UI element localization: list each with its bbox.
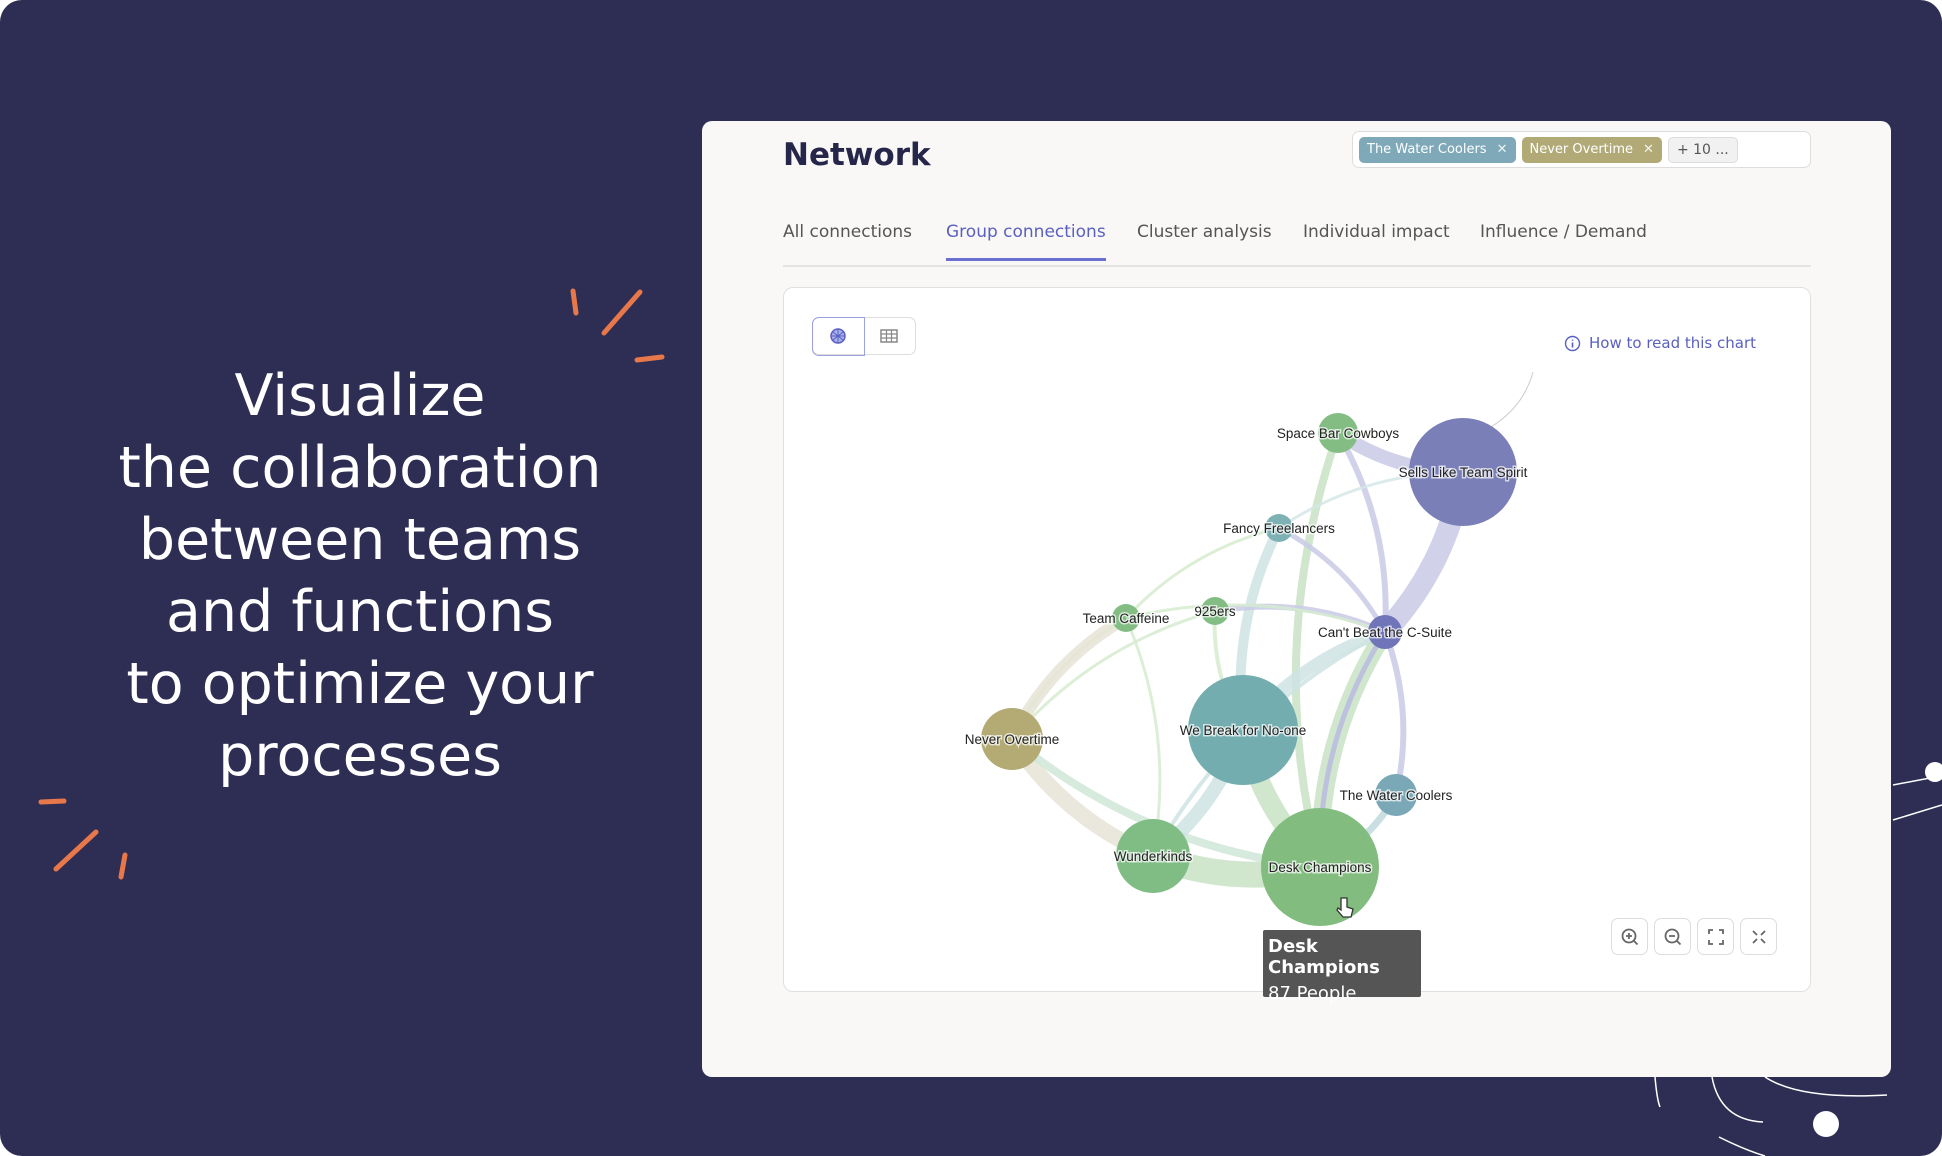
zoom-out-icon (1664, 928, 1681, 945)
tab-all-connections[interactable]: All connections (783, 222, 913, 242)
sparkle-bottom-icon (38, 798, 128, 880)
node-label: Team Caffeine (1083, 611, 1170, 626)
node-label: Fancy Freelancers (1223, 521, 1335, 536)
node-tc[interactable] (1112, 604, 1140, 632)
how-to-read-label: How to read this chart (1589, 334, 1756, 352)
gear-decor-icon (1925, 762, 1942, 782)
tab-influence-demand[interactable]: Influence / Demand (1480, 222, 1647, 242)
node-wb[interactable] (1188, 675, 1298, 785)
zoom-out-button[interactable] (1654, 918, 1691, 955)
node-no[interactable] (981, 708, 1043, 770)
node-label: Space Bar Cowboys (1277, 426, 1400, 441)
tab-cluster-analysis[interactable]: Cluster analysis (1137, 222, 1272, 242)
tag-label: Never Overtime (1529, 142, 1634, 157)
node-label: Desk Champions (1269, 860, 1372, 875)
node-dc[interactable] (1261, 808, 1379, 926)
node-label: Sells Like Team Spirit (1399, 465, 1528, 480)
edge-ff-cb (1277, 525, 1388, 634)
decor-lines (1654, 777, 1942, 1156)
node-label: 925ers (1194, 604, 1236, 619)
network-view-button[interactable] (811, 316, 865, 356)
headline-line: between teams (138, 507, 582, 573)
node-label: Wunderkinds (1114, 849, 1193, 864)
headline-line: processes (218, 723, 502, 789)
info-icon (1564, 335, 1581, 351)
node-label: We Break for No-one (1180, 723, 1307, 738)
tooltip-title: Desk Champions (1268, 936, 1380, 978)
view-toggle (811, 316, 916, 356)
node-n9[interactable] (1201, 597, 1229, 625)
tab-group-connections[interactable]: Group connections (946, 222, 1106, 261)
node-wk[interactable] (1116, 819, 1190, 893)
filter-tags-input[interactable]: The Water Coolers ✕ Never Overtime ✕ + 10 … (1352, 131, 1811, 168)
expand-icon (1707, 928, 1724, 945)
page-title: Network (783, 137, 931, 173)
node-sbc[interactable] (1318, 413, 1358, 453)
edge-no-n9 (1010, 609, 1216, 740)
node-label: Never Overtime (965, 732, 1060, 747)
table-icon (880, 329, 898, 343)
edge-tc-cb (1125, 603, 1386, 634)
node-sl[interactable] (1409, 418, 1517, 526)
how-to-read-link[interactable]: How to read this chart (1564, 334, 1756, 352)
globe-icon (830, 328, 846, 344)
edge-ff-tc (1124, 526, 1280, 620)
more-tags-button[interactable]: + 10 ... (1667, 136, 1738, 163)
zoom-in-icon (1621, 928, 1638, 945)
node-ff[interactable] (1265, 514, 1293, 542)
edge-cb-wc (1382, 630, 1407, 796)
tab-bar: All connections Group connections Cluste… (783, 219, 1811, 267)
headline-line: the collaboration (118, 435, 602, 501)
filter-tag[interactable]: Never Overtime ✕ (1521, 136, 1662, 163)
edge-sbc-dc (1291, 431, 1342, 868)
table-view-button[interactable] (864, 318, 916, 354)
collapse-icon (1751, 929, 1766, 944)
fit-button[interactable] (1740, 918, 1777, 955)
tooltip-subtitle: 87 People (1268, 983, 1357, 1004)
fullscreen-button[interactable] (1697, 918, 1734, 955)
node-label: Can't Beat the C-Suite (1318, 625, 1452, 640)
close-icon[interactable]: ✕ (1496, 142, 1508, 157)
sparkle-top-icon (570, 288, 665, 363)
node-cb[interactable] (1368, 615, 1402, 649)
filter-tag[interactable]: The Water Coolers ✕ (1359, 136, 1516, 163)
edge-sbc-cb (1335, 431, 1389, 633)
node-tooltip: Desk Champions 87 People (1263, 930, 1421, 1004)
hand-cursor-icon (1336, 897, 1354, 918)
node-label: The Water Coolers (1340, 788, 1453, 803)
headline: Visualize the collaboration between team… (60, 360, 660, 792)
close-icon[interactable]: ✕ (1643, 142, 1654, 157)
headline-line: Visualize (234, 363, 486, 429)
headline-line: and functions (166, 579, 554, 645)
tag-label: The Water Coolers (1367, 142, 1487, 157)
zoom-controls (1611, 918, 1777, 955)
node-wc[interactable] (1375, 774, 1417, 816)
headline-line: to optimize your (126, 651, 594, 717)
tab-individual-impact[interactable]: Individual impact (1303, 222, 1450, 242)
zoom-in-button[interactable] (1611, 918, 1648, 955)
gear-decor-icon (1813, 1111, 1839, 1137)
